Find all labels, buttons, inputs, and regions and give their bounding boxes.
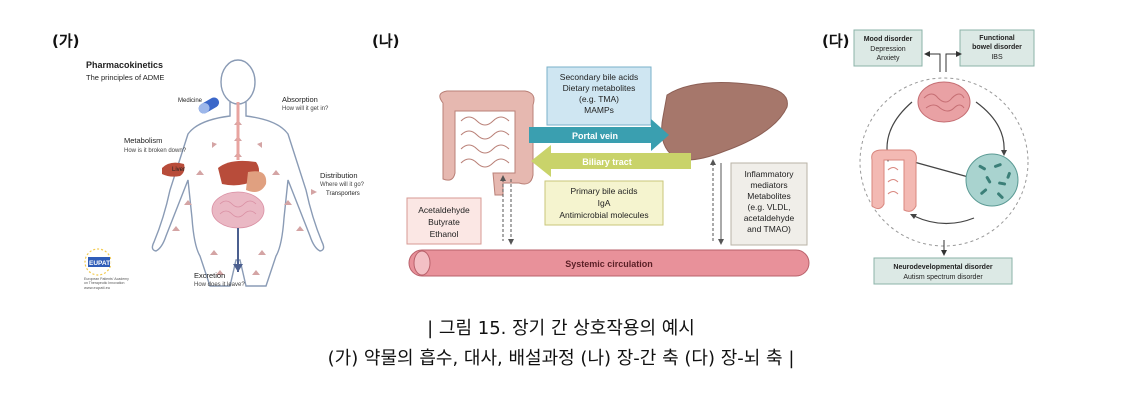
bowel-disorder-box — [959, 29, 1035, 67]
upward-arrows — [928, 53, 958, 72]
mid-box-line-1: Primary bile acids — [570, 186, 637, 196]
top-box-line-3: (e.g. TMA) — [579, 94, 619, 104]
liver-label: Liver — [172, 167, 185, 173]
transporters-label: Transporters — [326, 191, 360, 197]
liver-arrows — [710, 159, 724, 245]
excretion-question: How does it leave? — [194, 282, 245, 288]
eupati-url: www.eupati.eu — [84, 285, 110, 290]
microbiome-illustration — [965, 153, 1019, 207]
pk-subtitle: The principles of ADME — [86, 73, 164, 82]
gut-small-illustration — [871, 149, 917, 212]
neuro-disorder-item: Autism spectrum disorder — [903, 274, 983, 281]
top-box-line-4: MAMPs — [584, 105, 614, 115]
mood-disorder-item-1: Depression — [870, 46, 906, 53]
left-box — [406, 197, 482, 245]
panel-a-figure: Pharmacokinetics The principles of ADME … — [84, 59, 365, 290]
left-box-line-1: Acetaldehyde — [418, 205, 470, 215]
left-box-line-2: Butyrate — [428, 217, 460, 227]
right-box — [730, 162, 808, 246]
eupati-logo: EUPATI European Patients' Academy on The… — [84, 248, 129, 290]
mid-box — [544, 180, 664, 226]
mood-disorder-title: Mood disorder — [864, 36, 913, 43]
biliary-tract-label: Biliary tract — [582, 157, 632, 167]
intestines-shape — [211, 191, 265, 229]
liver-small-icon — [162, 162, 185, 177]
medicine-pill-icon — [198, 97, 220, 114]
right-box-line-6: and TMAO) — [747, 224, 791, 234]
caption-line-2: (가) 약물의 흡수, 대사, 배설과정 (나) 장-간 축 (다) 장-뇌 축… — [327, 348, 795, 369]
biliary-tract-arrow — [531, 145, 691, 177]
panel-b-figure: Secondary bile acids Dietary metabolites… — [406, 66, 810, 277]
neuro-disorder-title: Neurodevelopmental disorder — [893, 264, 992, 271]
excretion-arrow-shape — [233, 264, 243, 272]
distribution-label: Distribution — [320, 171, 358, 180]
brain-illustration — [917, 81, 971, 123]
panel-a-tag: (가) — [52, 32, 80, 50]
panel-b-tag: (나) — [372, 32, 400, 50]
mood-disorder-box — [853, 29, 923, 67]
bowel-disorder-title-2: bowel disorder — [972, 44, 1022, 51]
left-box-line-3: Ethanol — [430, 229, 459, 239]
eupati-logo-text: EUPATI — [89, 260, 112, 267]
cycle-arrows — [886, 101, 1005, 225]
absorption-label: Absorption — [282, 95, 318, 104]
gut-brain-circle — [859, 77, 1029, 247]
right-box-line-2: mediators — [750, 180, 787, 190]
caption-line-1: | 그림 15. 장기 간 상호작용의 예시 — [427, 318, 695, 339]
gut-illustration — [439, 90, 535, 196]
mood-disorder-item-2: Anxiety — [877, 55, 900, 62]
mid-box-line-2: IgA — [598, 198, 611, 208]
stomach-shape — [246, 171, 267, 192]
pk-title: Pharmacokinetics — [86, 60, 163, 70]
metabolism-question: How is it broken down? — [124, 148, 187, 154]
gut-dashed-arrows — [500, 175, 514, 245]
distribution-arrows — [172, 120, 304, 275]
top-box — [546, 66, 652, 126]
distribution-question: Where will it go? — [320, 182, 365, 188]
portal-vein-label: Portal vein — [572, 131, 618, 141]
panel-c-tag: (다) — [822, 32, 850, 50]
systemic-circulation-bar — [408, 249, 810, 277]
bowel-disorder-title-1: Functional — [979, 35, 1014, 42]
liver-illustration — [661, 82, 788, 161]
panel-c-figure: Mood disorder Depression Anxiety Functio… — [853, 29, 1035, 285]
top-box-line-1: Secondary bile acids — [560, 72, 638, 82]
systemic-circulation-label: Systemic circulation — [565, 259, 653, 269]
neuro-disorder-box — [873, 257, 1013, 285]
portal-vein-arrow — [529, 119, 669, 151]
absorption-question: How will it get in? — [282, 106, 329, 112]
excretion-label: Excretion — [194, 271, 225, 280]
right-box-line-4: (e.g. VLDL, — [748, 202, 791, 212]
eupati-sub-1: European Patients' Academy — [84, 277, 129, 281]
medicine-label: Medicine — [178, 98, 203, 104]
transporter-icon — [311, 189, 317, 195]
top-box-line-2: Dietary metabolites — [563, 83, 636, 93]
metabolism-label: Metabolism — [124, 136, 162, 145]
mid-box-line-3: Antimicrobial molecules — [559, 210, 648, 220]
bowel-disorder-item: IBS — [991, 54, 1003, 61]
right-box-line-3: Metabolites — [747, 191, 790, 201]
eupati-sub-2: on Therapeutic Innovation — [84, 281, 124, 285]
right-box-line-5: acetaldehyde — [744, 213, 795, 223]
right-box-line-1: Inflammatory — [744, 169, 794, 179]
